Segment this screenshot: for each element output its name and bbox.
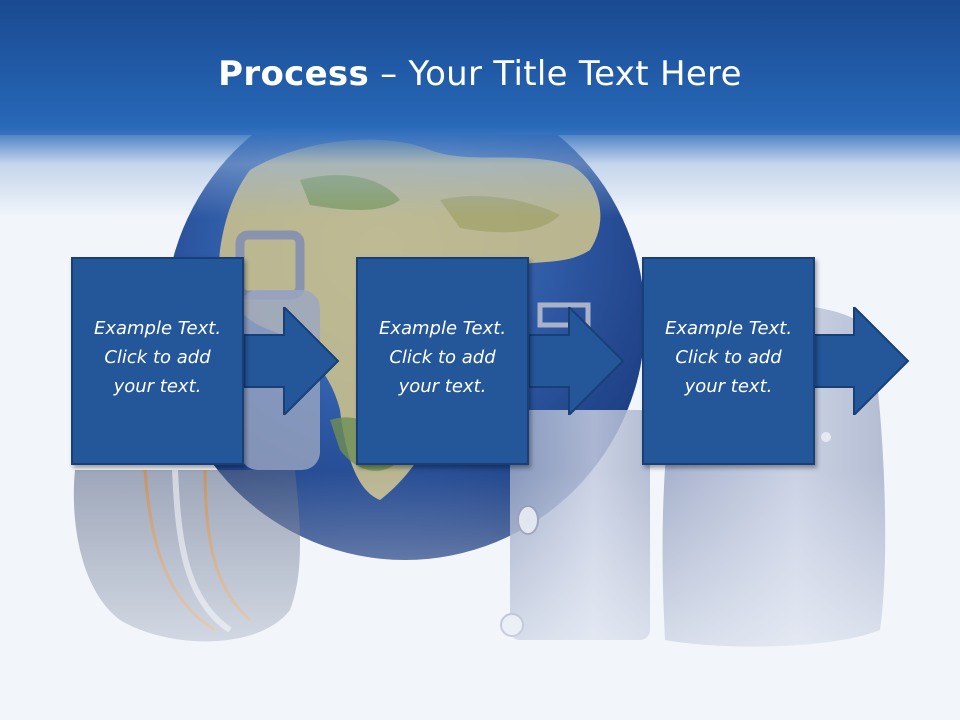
step-1-text[interactable]: Example Text. Click to add your text. — [73, 314, 242, 401]
title-rest: – Your Title Text Here — [369, 54, 742, 94]
step-1-line-2: Click to add — [104, 347, 211, 368]
step-2-line-2: Click to add — [389, 347, 496, 368]
step-2-box[interactable]: Example Text. Click to add your text. — [356, 257, 529, 465]
step-2-line-3: your text. — [398, 376, 487, 397]
step-1-line-3: your text. — [113, 376, 202, 397]
step-1-arrow-icon — [244, 307, 340, 415]
step-3-line-2: Click to add — [675, 347, 782, 368]
title-bold: Process — [218, 54, 370, 94]
step-3-text[interactable]: Example Text. Click to add your text. — [644, 314, 813, 401]
step-1-box[interactable]: Example Text. Click to add your text. — [71, 257, 244, 465]
step-2-text[interactable]: Example Text. Click to add your text. — [358, 314, 527, 401]
step-2-arrow-icon — [529, 307, 625, 415]
step-2-line-1: Example Text. — [378, 318, 507, 339]
step-3-line-3: your text. — [684, 376, 773, 397]
title-bar — [0, 0, 960, 135]
step-3-arrow-icon — [814, 307, 910, 415]
step-3-line-1: Example Text. — [664, 318, 793, 339]
step-1-line-1: Example Text. — [93, 318, 222, 339]
slide-title[interactable]: Process – Your Title Text Here — [0, 54, 960, 94]
step-3-box[interactable]: Example Text. Click to add your text. — [642, 257, 815, 465]
title-bar-fade — [0, 128, 960, 218]
